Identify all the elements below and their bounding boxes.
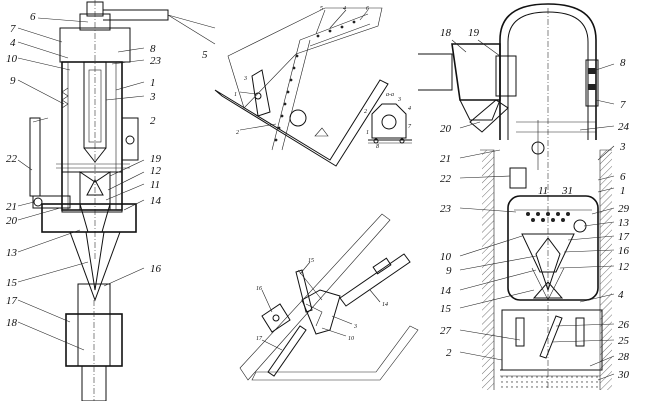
label-bm-17: 17 bbox=[256, 336, 263, 342]
label-tm-s8: 8 bbox=[376, 144, 379, 150]
label-17: 17 bbox=[6, 295, 18, 307]
label-tm-s4: 4 bbox=[408, 105, 411, 112]
label-tm-4: 4 bbox=[343, 5, 346, 12]
figure-top-middle: 5 4 6 3 1 2 а-а 2 1 3 4 8 7 bbox=[214, 5, 412, 167]
label-23: 23 bbox=[150, 55, 162, 67]
label-8: 8 bbox=[150, 43, 156, 55]
label-tm-1: 1 bbox=[234, 92, 237, 98]
label-tm-2: 2 bbox=[236, 130, 239, 136]
label-3: 3 bbox=[149, 91, 156, 103]
label-r-8: 8 bbox=[620, 57, 626, 69]
label-r-10: 10 bbox=[440, 251, 452, 263]
label-2: 2 bbox=[150, 115, 156, 127]
label-bm-16: 16 bbox=[256, 286, 262, 292]
label-r-25: 25 bbox=[618, 335, 630, 347]
label-7: 7 bbox=[10, 23, 16, 35]
label-r-6: 6 bbox=[620, 171, 626, 183]
label-tm-s1: 1 bbox=[366, 130, 369, 136]
label-r-7: 7 bbox=[620, 99, 626, 111]
label-r-24: 24 bbox=[618, 121, 630, 133]
label-bm-10: 10 bbox=[348, 336, 354, 342]
label-4: 4 bbox=[10, 37, 16, 49]
label-r-14: 14 bbox=[440, 285, 452, 297]
label-r-28: 28 bbox=[618, 351, 630, 363]
label-tm-3: 3 bbox=[243, 76, 247, 82]
label-bm-14: 14 bbox=[382, 301, 388, 308]
figure-bottom-middle: 15 16 17 14 3 10 bbox=[239, 213, 419, 381]
label-r-2: 2 bbox=[446, 347, 452, 359]
label-r-9: 9 bbox=[446, 265, 452, 277]
label-r-15: 15 bbox=[440, 303, 452, 315]
label-9: 9 bbox=[10, 75, 16, 87]
label-16: 16 bbox=[150, 263, 162, 275]
label-r-30: 30 bbox=[617, 369, 630, 381]
label-r-3: 3 bbox=[619, 141, 626, 153]
section-label: а-а bbox=[386, 92, 394, 98]
figure-left: 6 7 4 10 9 3 22 21 20 13 15 17 18 8 23 1… bbox=[6, 0, 216, 401]
label-19: 19 bbox=[150, 153, 162, 165]
label-r-26: 26 bbox=[618, 319, 630, 331]
label-tm-6: 6 bbox=[366, 6, 369, 12]
label-22: 22 bbox=[6, 153, 18, 165]
label-bm-15: 15 bbox=[308, 258, 314, 264]
label-tm-s3: 3 bbox=[397, 97, 401, 103]
label-r-4: 4 bbox=[618, 289, 624, 301]
label-13: 13 bbox=[6, 247, 18, 259]
label-bm-3: 3 bbox=[353, 324, 357, 330]
label-10: 10 bbox=[6, 53, 18, 65]
label-6: 6 bbox=[30, 11, 36, 23]
label-11: 11 bbox=[150, 179, 160, 191]
label-5: 5 bbox=[202, 49, 208, 61]
label-r-29: 29 bbox=[618, 203, 630, 215]
label-r-31: 31 bbox=[561, 185, 573, 197]
label-r-18: 18 bbox=[440, 27, 452, 39]
label-r-23: 23 bbox=[440, 203, 452, 215]
label-r-20: 20 bbox=[440, 123, 452, 135]
label-tm-5: 5 bbox=[320, 6, 323, 12]
label-r-12: 12 bbox=[618, 261, 630, 273]
label-r-16: 16 bbox=[618, 245, 630, 257]
label-18: 18 bbox=[6, 317, 18, 329]
label-r-21: 21 bbox=[440, 153, 451, 165]
label-14: 14 bbox=[150, 195, 162, 207]
label-tm-s2: 2 bbox=[364, 109, 367, 115]
label-r-11: 11 bbox=[538, 185, 548, 197]
label-r-19: 19 bbox=[468, 27, 480, 39]
label-15: 15 bbox=[6, 277, 18, 289]
label-20: 20 bbox=[6, 215, 18, 227]
label-tm-s7: 7 bbox=[408, 124, 412, 130]
label-r-1: 1 bbox=[620, 185, 626, 197]
label-r-17: 17 bbox=[618, 231, 630, 243]
figure-right: 18 19 8 7 24 3 6 1 20 21 22 23 10 9 14 1… bbox=[418, 3, 630, 390]
label-12: 12 bbox=[150, 165, 162, 177]
label-1: 1 bbox=[150, 77, 156, 89]
label-r-27: 27 bbox=[440, 325, 452, 337]
label-21: 21 bbox=[6, 201, 17, 213]
label-r-13: 13 bbox=[618, 217, 630, 229]
label-r-22: 22 bbox=[440, 173, 452, 185]
